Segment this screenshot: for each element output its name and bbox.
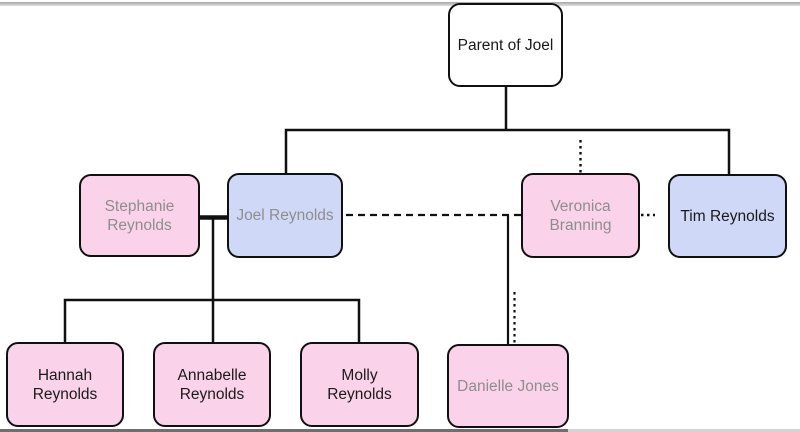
node-label: Parent of Joel bbox=[457, 36, 554, 54]
node-label: Molly Reynolds bbox=[327, 366, 392, 403]
page-bottom-edge bbox=[0, 429, 800, 432]
node-molly-reynolds[interactable]: Molly Reynolds bbox=[300, 342, 419, 427]
node-veronica-branning[interactable]: Veronica Branning bbox=[521, 173, 640, 258]
node-label: Annabelle Reynolds bbox=[177, 366, 247, 403]
node-label: Hannah Reynolds bbox=[32, 366, 98, 403]
node-label: Veronica Branning bbox=[549, 197, 612, 234]
node-label: Stephanie Reynolds bbox=[104, 197, 175, 234]
node-hannah-reynolds[interactable]: Hannah Reynolds bbox=[6, 342, 124, 427]
node-label: Joel Reynolds bbox=[236, 207, 334, 224]
page-top-edge bbox=[0, 2, 800, 6]
connector-children-tree bbox=[63, 218, 361, 343]
node-stephanie-reynolds[interactable]: Stephanie Reynolds bbox=[79, 174, 200, 257]
node-parent-of-joel[interactable]: Parent of Joel bbox=[448, 3, 563, 87]
node-annabelle-reynolds[interactable]: Annabelle Reynolds bbox=[153, 342, 271, 427]
node-label: Danielle Jones bbox=[457, 377, 559, 395]
connector-sibling-rail bbox=[284, 128, 731, 175]
node-label: Tim Reynolds bbox=[680, 207, 775, 225]
node-tim-reynolds[interactable]: Tim Reynolds bbox=[668, 174, 787, 258]
node-danielle-jones[interactable]: Danielle Jones bbox=[447, 344, 569, 428]
node-joel-reynolds[interactable]: Joel Reynolds bbox=[227, 173, 343, 258]
